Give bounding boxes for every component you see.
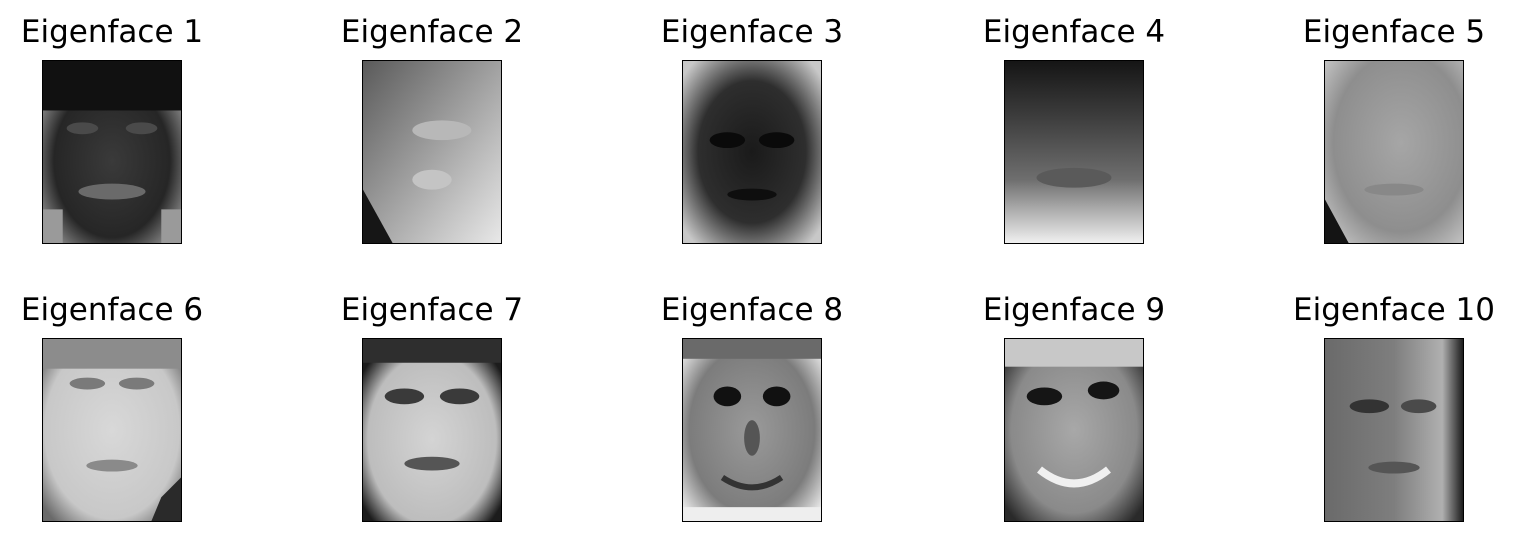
subplot-eigenface-3: Eigenface 3 [592,0,912,260]
subplot-eigenface-2: Eigenface 2 [272,0,592,260]
subplot-eigenface-4: Eigenface 4 [914,0,1234,260]
eigenface-image [1004,338,1144,522]
subplot-title: Eigenface 9 [982,292,1166,328]
subplot-eigenface-8: Eigenface 8 [592,278,912,538]
subplot-title: Eigenface 2 [340,14,524,50]
subplot-eigenface-1: Eigenface 1 [0,0,272,260]
eigenface-image [1324,60,1464,244]
eigenface-image [42,338,182,522]
subplot-eigenface-6: Eigenface 6 [0,278,272,538]
subplot-title: Eigenface 8 [660,292,844,328]
eigenface-image [362,338,502,522]
subplot-title: Eigenface 5 [1302,14,1486,50]
subplot-title: Eigenface 1 [20,14,204,50]
subplot-title: Eigenface 6 [20,292,204,328]
subplot-eigenface-5: Eigenface 5 [1234,0,1520,260]
subplot-eigenface-7: Eigenface 7 [272,278,592,538]
eigenface-image [1004,60,1144,244]
subplot-title: Eigenface 10 [1293,292,1495,328]
subplot-eigenface-10: Eigenface 10 [1234,278,1520,538]
eigenface-image [1324,338,1464,522]
subplot-title: Eigenface 7 [340,292,524,328]
eigenface-image [682,60,822,244]
subplot-title: Eigenface 4 [982,14,1166,50]
subplot-title: Eigenface 3 [660,14,844,50]
eigenface-image [682,338,822,522]
eigenface-image [42,60,182,244]
subplot-eigenface-9: Eigenface 9 [914,278,1234,538]
eigenface-image [362,60,502,244]
